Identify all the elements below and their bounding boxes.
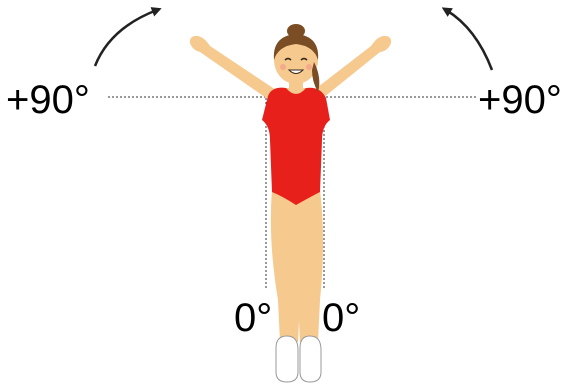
right-shoe	[300, 336, 321, 382]
left-rotation-arrow	[95, 10, 157, 66]
left-shoe	[276, 336, 298, 382]
left-cheek	[280, 64, 286, 70]
left-zero-label: 0°	[234, 298, 272, 338]
right-angle-label: +90°	[478, 80, 562, 120]
hair-bun	[287, 24, 305, 38]
right-rotation-arrow	[446, 10, 492, 70]
left-angle-label: +90°	[6, 80, 90, 120]
leotard	[262, 88, 330, 205]
ponytail	[312, 62, 319, 92]
right-cheek	[306, 64, 312, 70]
right-zero-label: 0°	[322, 298, 360, 338]
